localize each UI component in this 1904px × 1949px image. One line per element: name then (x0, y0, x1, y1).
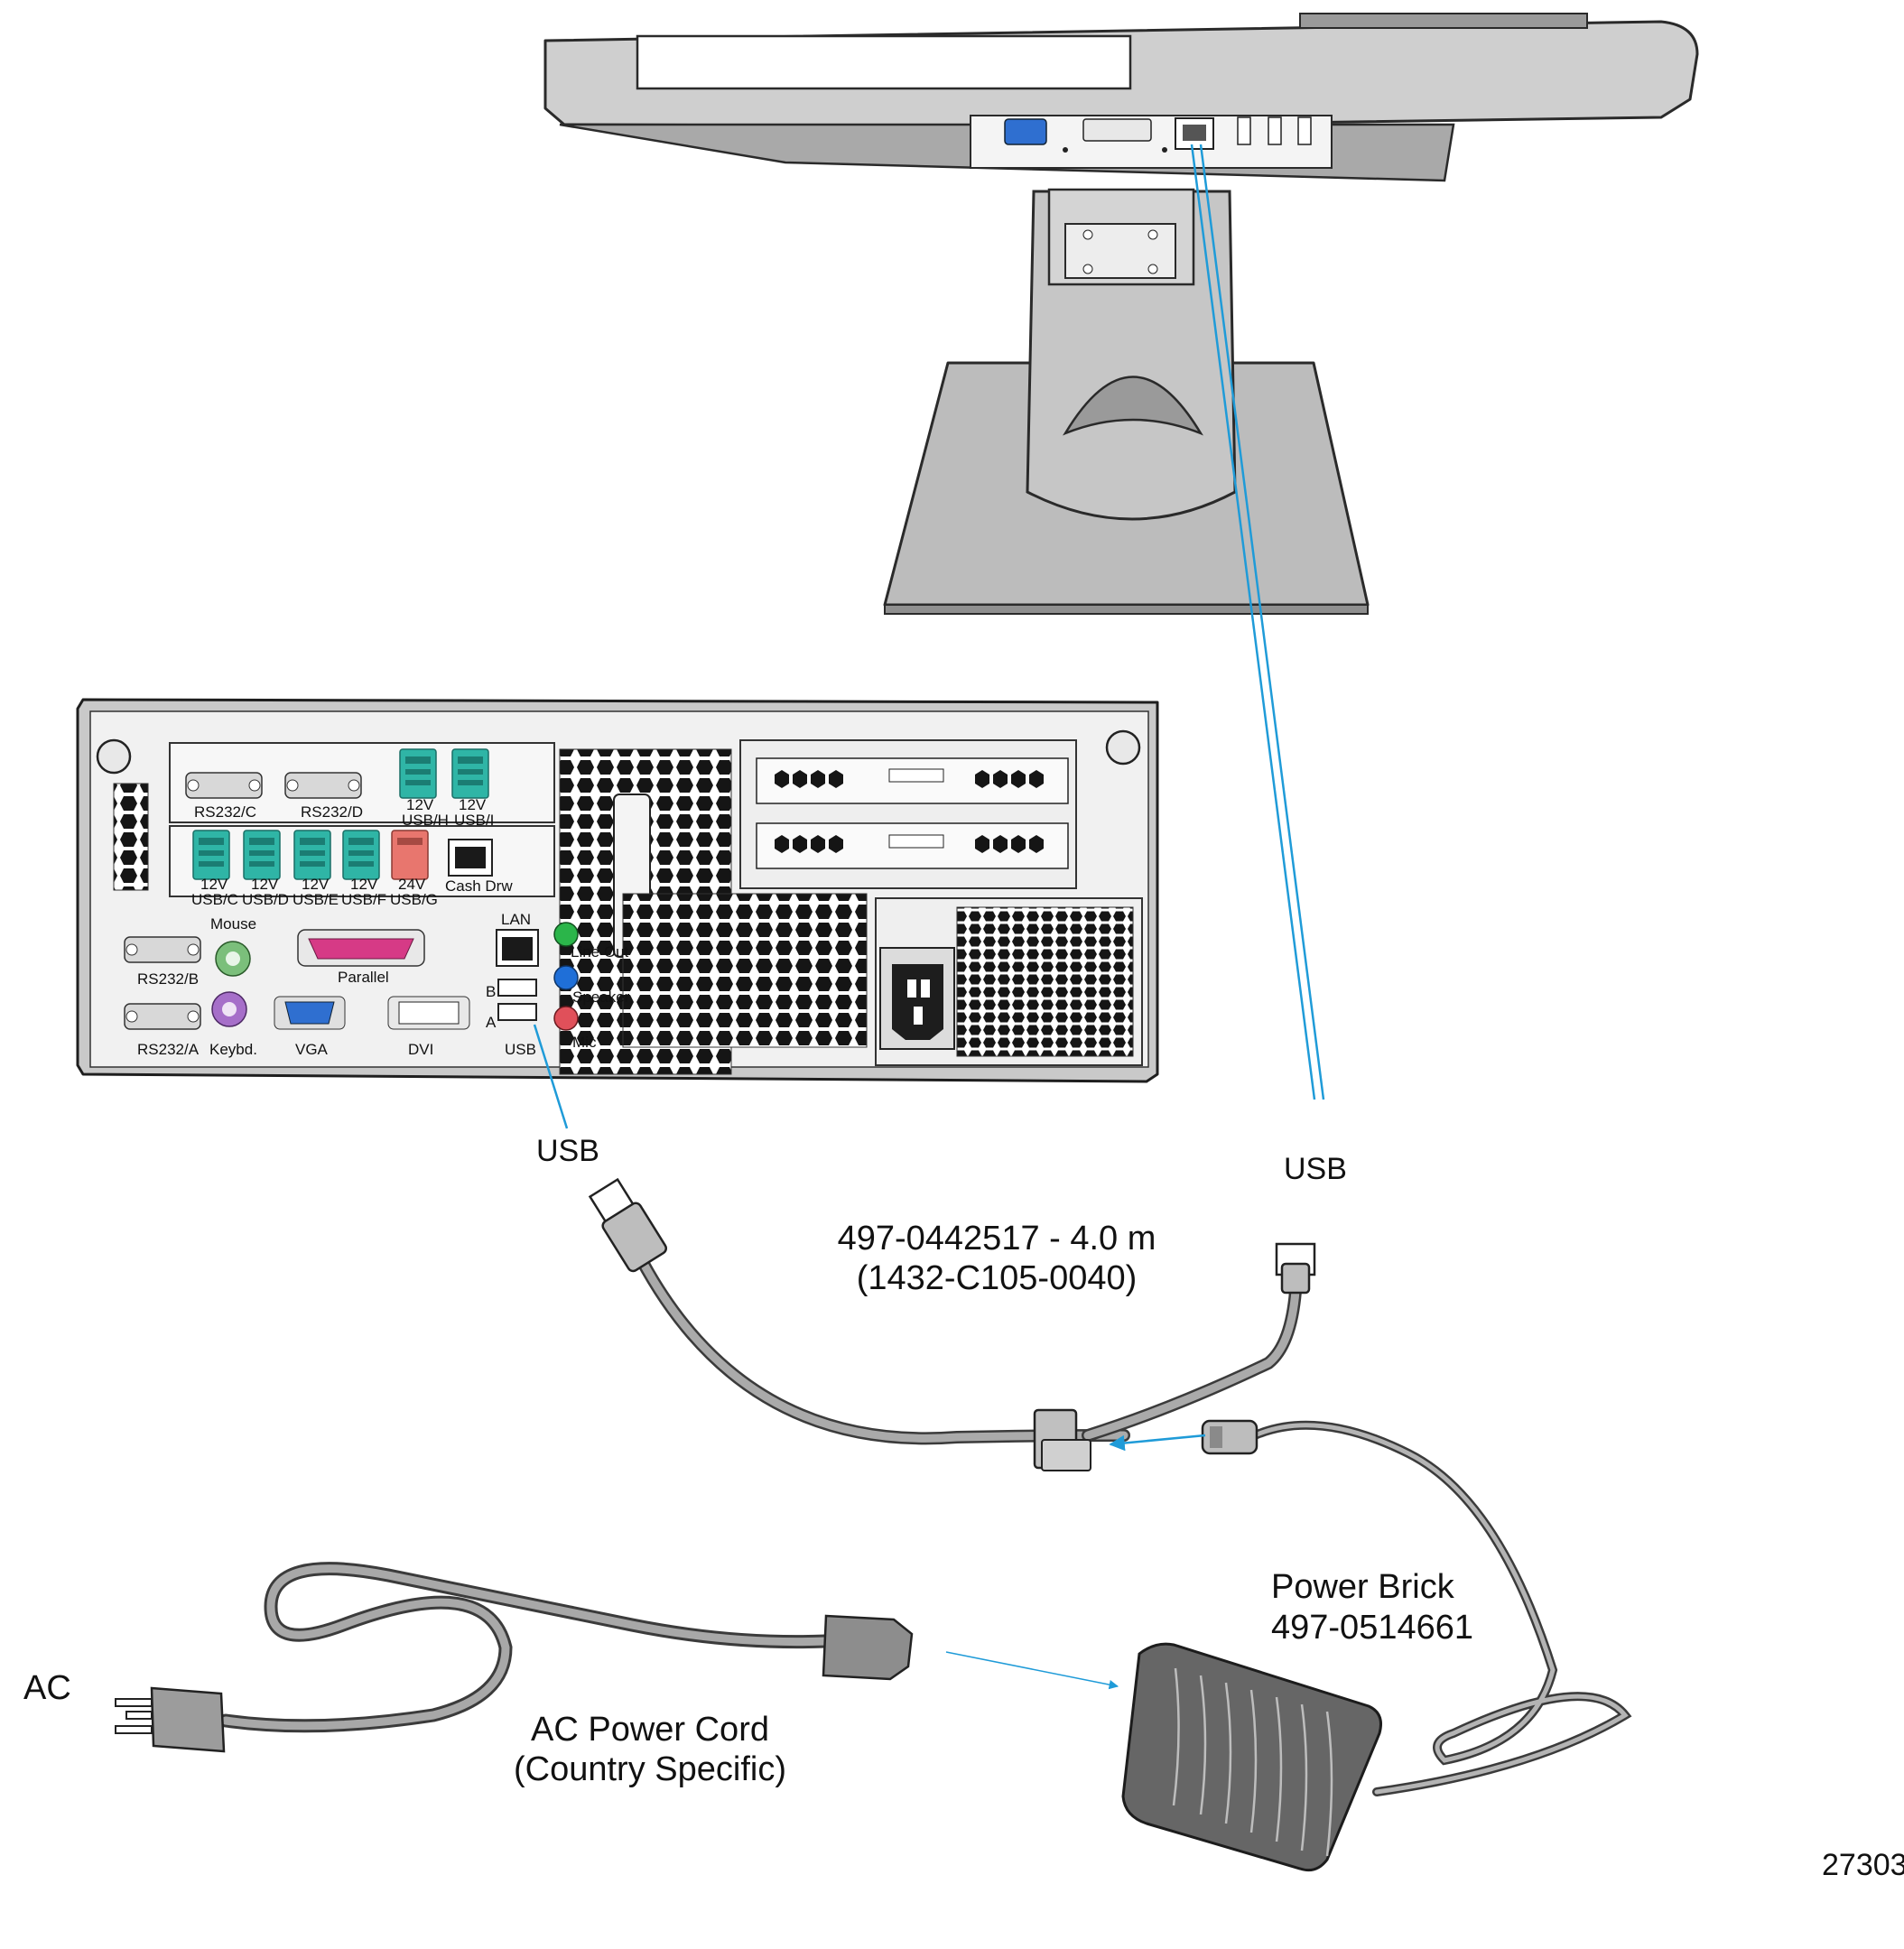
dvi-port (387, 996, 470, 1030)
cable-part-number: 497-0442517 - 4.0 m (838, 1220, 1156, 1258)
label-usb-b-tag: B (486, 983, 496, 1000)
power-brick-title: Power Brick (1271, 1568, 1455, 1606)
parallel-port (297, 929, 425, 967)
label-line-out: Line Out (571, 943, 629, 961)
label-rs232-a: RS232/A (137, 1041, 200, 1058)
label-usb-e-voltage: 12V (302, 876, 330, 893)
leader-lines (533, 144, 1325, 1690)
label-rs232-d: RS232/D (301, 803, 363, 821)
monitor-illustration (543, 13, 1699, 615)
power-brick (1121, 1419, 1632, 1872)
label-usb-f-voltage: 12V (350, 876, 378, 893)
mic-jack (553, 1006, 579, 1031)
usb-a-plug (588, 1177, 668, 1273)
label-usb-c-voltage: 12V (200, 876, 228, 893)
label-usb-c: USB/C (191, 891, 238, 908)
vga-port (274, 996, 346, 1030)
label-mouse: Mouse (210, 915, 256, 933)
rs232-c-connector (185, 772, 263, 799)
pos-terminal-rear-panel (76, 698, 1159, 1083)
label-usb-i: USB/I (454, 812, 494, 829)
powered-usb-i-port (451, 748, 489, 799)
power-to-junction-arrow (1109, 1434, 1206, 1452)
label-usb-f: USB/F (341, 891, 386, 908)
label-speaker: Speaker (572, 988, 630, 1006)
label-usb-h-voltage: 12V (406, 796, 434, 813)
power-brick-part-number: 497-0514661 (1271, 1609, 1473, 1647)
rs232-b-connector (124, 936, 201, 963)
label-usb-g-voltage: 24V (398, 876, 426, 893)
ac-label: AC (23, 1669, 71, 1707)
label-lan: LAN (501, 911, 531, 928)
mouse-ps2-port (215, 941, 251, 977)
usb-ports (497, 979, 537, 1021)
label-parallel: Parallel (338, 969, 389, 986)
callout-usb-monitor: USB (1284, 1152, 1347, 1186)
rs232-d-connector (284, 772, 362, 799)
powered-usb-d-port (243, 830, 281, 880)
cable-power-junction (1033, 1408, 1091, 1471)
ac-power-cord (115, 1562, 914, 1753)
label-cash-drawer: Cash Drw (445, 877, 513, 895)
ac-cord-title: AC Power Cord (531, 1711, 769, 1749)
cable-alt-part-number: (1432-C105-0040) (857, 1259, 1138, 1297)
powered-usb-g-port (391, 830, 429, 880)
monitor-usb-connector (1275, 1242, 1316, 1295)
label-rs232-c: RS232/C (194, 803, 256, 821)
powered-usb-h-port (399, 748, 437, 799)
label-mic: Mic (572, 1034, 597, 1051)
ac-cord-subtitle: (Country Specific) (514, 1750, 786, 1788)
powered-usb-f-port (342, 830, 380, 880)
line-out-jack (553, 922, 579, 947)
keyboard-ps2-port (211, 991, 247, 1027)
label-rs232-b: RS232/B (137, 970, 199, 988)
label-usb-i-voltage: 12V (459, 796, 487, 813)
label-vga: VGA (295, 1041, 329, 1058)
label-keyboard: Keybd. (209, 1041, 257, 1058)
lan-port (496, 929, 539, 967)
cord-to-brick-arrow (945, 1651, 1119, 1690)
label-usb-d: USB/D (242, 891, 289, 908)
powered-usb-e-port (293, 830, 331, 880)
powered-usb-c-port (192, 830, 230, 880)
label-dvi: DVI (408, 1041, 433, 1058)
label-usb-g: USB/G (390, 891, 438, 908)
figure-id: 27303 (1822, 1848, 1904, 1882)
label-usb-h: USB/H (402, 812, 449, 829)
label-usb-a-tag: A (486, 1014, 497, 1031)
rs232-a-connector (124, 1003, 201, 1030)
callout-usb-terminal: USB (536, 1134, 599, 1168)
port-labels: RS232/C RS232/D 12V USB/H 12V USB/I 12V … (137, 796, 630, 1058)
speaker-jack (553, 965, 579, 990)
label-usb-d-voltage: 12V (251, 876, 279, 893)
label-usb-e: USB/E (293, 891, 339, 908)
label-usb: USB (505, 1041, 536, 1058)
cash-drawer-port (448, 839, 493, 877)
callout-labels: USB USB 497-0442517 - 4.0 m (1432-C105-0… (23, 1134, 1904, 1882)
